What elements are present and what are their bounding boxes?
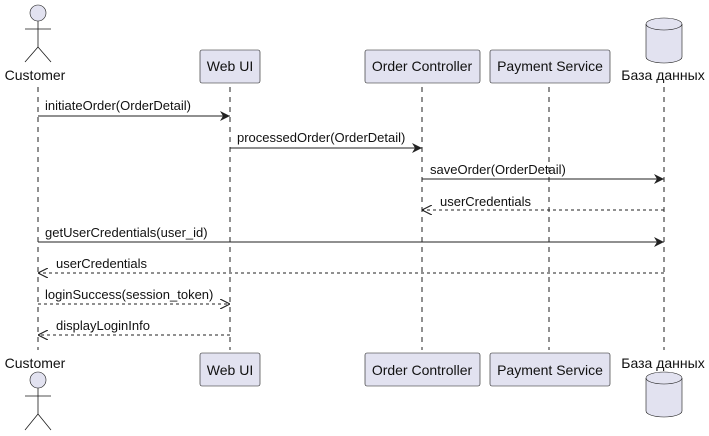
message-2: processedOrder(OrderDetail) <box>230 130 422 153</box>
participant-customer-bottom: Customer <box>5 355 66 431</box>
database-icon <box>645 17 683 64</box>
participant-box <box>364 49 481 84</box>
actor-icon <box>24 4 52 63</box>
message-label: processedOrder(OrderDetail) <box>237 130 405 145</box>
participant-web-ui-bottom: Web UI <box>199 352 261 387</box>
actor-icon <box>24 371 52 431</box>
message-label: initiateOrder(OrderDetail) <box>45 98 191 113</box>
participant-label: Payment Service <box>497 362 603 378</box>
message-8: displayLoginInfo <box>38 318 230 335</box>
participant-label: Web UI <box>207 362 253 378</box>
message-4: userCredentials <box>422 194 664 210</box>
participant-box <box>199 352 261 387</box>
message-5: getUserCredentials(user_id) <box>38 225 664 247</box>
participant-label: Customer <box>5 355 66 371</box>
database-icon <box>645 371 683 418</box>
message-3: saveOrder(OrderDetail) <box>422 162 664 184</box>
participant-order-controller-bottom: Order Controller <box>364 352 481 387</box>
message-7: loginSuccess(session_token) <box>38 287 230 304</box>
message-6: userCredentials <box>38 256 664 273</box>
participant-box <box>364 352 481 387</box>
participant-label: Order Controller <box>372 362 473 378</box>
participant-box <box>489 352 611 387</box>
participant-payment-service-bottom: Payment Service <box>489 352 611 387</box>
participant-label: Customer <box>5 67 66 83</box>
participant-box <box>489 49 611 84</box>
participant-label: Web UI <box>207 58 253 74</box>
message-label: getUserCredentials(user_id) <box>45 225 208 240</box>
participant-label: Payment Service <box>497 58 603 74</box>
participant-label: База данных <box>621 67 704 83</box>
message-label: loginSuccess(session_token) <box>45 287 213 302</box>
participant-customer-top: Customer <box>5 4 66 83</box>
participant-payment-service-top: Payment Service <box>489 49 611 84</box>
message-label: userCredentials <box>440 194 532 209</box>
message-label: displayLoginInfo <box>56 318 150 333</box>
message-label: saveOrder(OrderDetail) <box>430 162 566 177</box>
participant-label: База данных <box>621 355 704 371</box>
participant-web-ui-top: Web UI <box>199 49 261 84</box>
message-1: initiateOrder(OrderDetail) <box>38 98 230 121</box>
participant-database-bottom: База данных <box>621 355 705 418</box>
participant-box <box>199 49 261 84</box>
participant-label: Order Controller <box>372 58 473 74</box>
message-label: userCredentials <box>56 256 148 271</box>
participant-order-controller-top: Order Controller <box>364 49 481 84</box>
participant-database-top: База данных <box>621 17 705 83</box>
